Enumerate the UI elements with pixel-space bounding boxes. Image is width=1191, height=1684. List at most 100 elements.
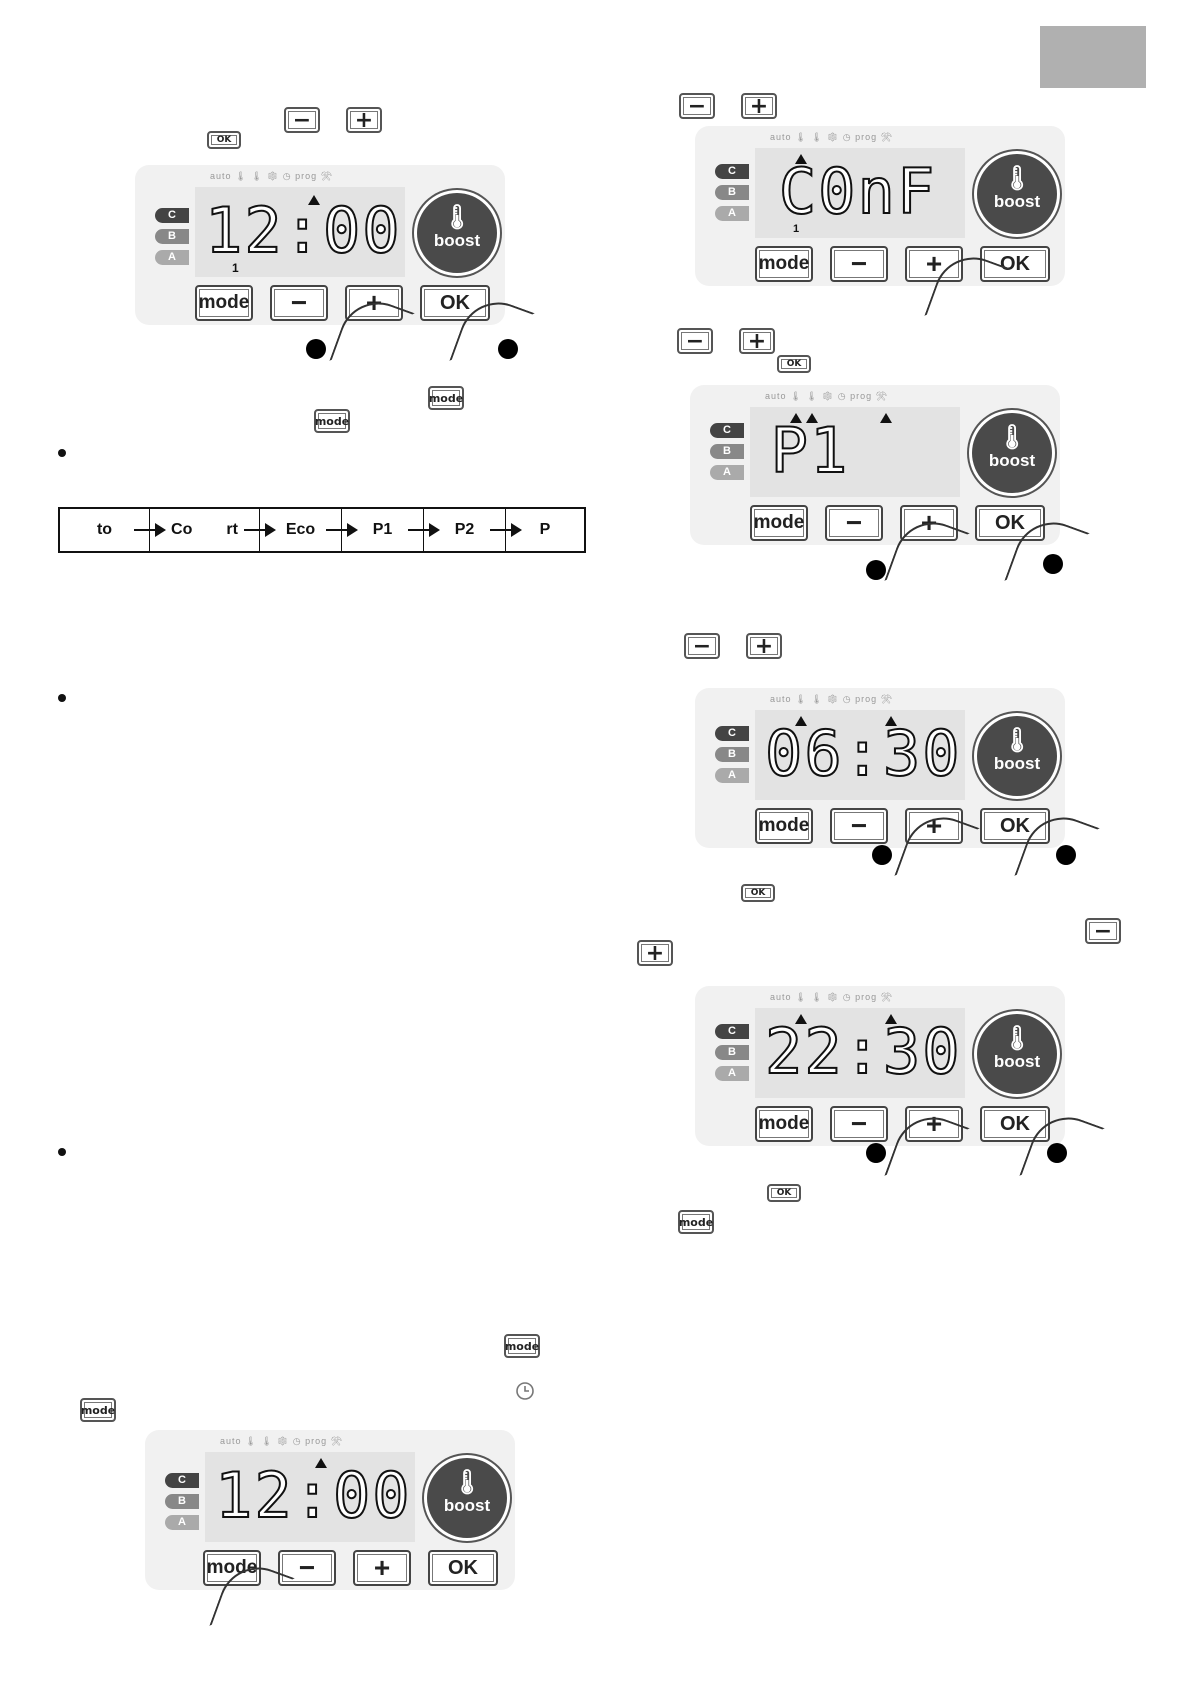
lcd-display: 22:30: [764, 1014, 962, 1089]
mode-button[interactable]: mode: [203, 1550, 261, 1586]
lcd-display: P1: [770, 413, 850, 488]
mode-button[interactable]: mode: [195, 285, 253, 321]
thermostat-panel-config: auto 🌡 🌡 ❄ ◷ prog ⚒ C0nF 1 C B A 🌡boost …: [695, 126, 1065, 286]
thermometer-up-icon: 🌡: [1001, 165, 1033, 192]
ok-button[interactable]: OK: [980, 1106, 1050, 1142]
plus-button[interactable]: +: [353, 1550, 411, 1586]
lcd-screen: [750, 407, 960, 497]
minus-button[interactable]: −: [830, 1106, 888, 1142]
boost-button[interactable]: 🌡boost: [972, 413, 1052, 493]
level-a: A: [165, 1515, 199, 1530]
minus-button[interactable]: −: [830, 808, 888, 844]
thermostat-panel-clock-final: auto 🌡 🌡 ❄ ◷ prog ⚒ 12:00 C B A 🌡boost m…: [145, 1430, 515, 1590]
indicator-triangle: [795, 716, 807, 726]
arrow-icon: [134, 523, 166, 537]
mode-button[interactable]: mode: [755, 1106, 813, 1142]
ok-button[interactable]: OK: [975, 505, 1045, 541]
level-c: C: [715, 164, 749, 179]
indicator-triangle: [795, 154, 807, 164]
status-icons: auto 🌡 🌡 ❄ ◷ prog ⚒: [210, 171, 334, 181]
minus-key-icon: −: [1085, 918, 1121, 944]
plus-button[interactable]: +: [900, 505, 958, 541]
step-dot: [498, 339, 518, 359]
plus-key-icon: +: [637, 940, 673, 966]
thermometer-up-icon: 🌡: [441, 204, 473, 231]
minus-button[interactable]: −: [270, 285, 328, 321]
indicator-triangle: [806, 413, 818, 423]
mode-button[interactable]: mode: [755, 246, 813, 282]
boost-button[interactable]: 🌡boost: [417, 193, 497, 273]
level-a: A: [710, 465, 744, 480]
thermostat-panel-clock: auto 🌡 🌡 ❄ ◷ prog ⚒ 12:00 1 C B A 🌡boost…: [135, 165, 505, 325]
level-c: C: [710, 423, 744, 438]
boost-button[interactable]: 🌡boost: [977, 1014, 1057, 1094]
mode-cell: P: [490, 509, 584, 551]
plus-button[interactable]: +: [345, 285, 403, 321]
level-b: B: [155, 229, 189, 244]
status-icons: auto 🌡 🌡 ❄ ◷ prog ⚒: [770, 694, 894, 704]
ok-button[interactable]: OK: [980, 808, 1050, 844]
step-dot: [872, 845, 892, 865]
minus-key-icon: −: [677, 328, 713, 354]
arrow-icon: [408, 523, 440, 537]
lcd-display: 06:30: [764, 716, 962, 791]
ok-key-icon: OK: [767, 1184, 801, 1202]
lcd-display: 12:00: [214, 1458, 412, 1533]
minus-button[interactable]: −: [825, 505, 883, 541]
plus-button[interactable]: +: [905, 246, 963, 282]
thermometer-up-icon: 🌡: [451, 1469, 483, 1496]
mode-key-icon: mode: [428, 386, 464, 410]
status-icons: auto 🌡 🌡 ❄ ◷ prog ⚒: [765, 391, 889, 401]
indicator-triangle: [315, 1458, 327, 1468]
plus-button[interactable]: +: [905, 808, 963, 844]
thermostat-panel-start-time: auto 🌡 🌡 ❄ ◷ prog ⚒ 06:30 C B A 🌡boost m…: [695, 688, 1065, 848]
level-b: B: [715, 1045, 749, 1060]
indicator-triangle: [880, 413, 892, 423]
minus-key-icon: −: [684, 633, 720, 659]
lcd-screen: [205, 1452, 415, 1542]
status-icons: auto 🌡 🌡 ❄ ◷ prog ⚒: [770, 992, 894, 1002]
ok-button[interactable]: OK: [420, 285, 490, 321]
boost-button[interactable]: 🌡boost: [977, 716, 1057, 796]
mode-key-icon: mode: [504, 1334, 540, 1358]
level-a: A: [715, 768, 749, 783]
ok-button[interactable]: OK: [428, 1550, 498, 1586]
indicator-triangle: [790, 413, 802, 423]
indicator-triangle: [308, 195, 320, 205]
bullet: [58, 1148, 66, 1156]
indicator-triangle: [795, 1014, 807, 1024]
level-c: C: [715, 1024, 749, 1039]
plus-button[interactable]: +: [905, 1106, 963, 1142]
mode-key-icon: mode: [314, 409, 350, 433]
mode-sequence-table: to Co rt Eco P1 P2 P: [58, 507, 586, 553]
thermostat-panel-program: auto 🌡 🌡 ❄ ◷ prog ⚒ P1 C B A 🌡boost mode…: [690, 385, 1060, 545]
lcd-display: 12:00: [204, 193, 402, 268]
mode-key-icon: mode: [678, 1210, 714, 1234]
clock-icon: [516, 1382, 534, 1400]
indicator-triangle: [885, 716, 897, 726]
minus-button[interactable]: −: [830, 246, 888, 282]
lcd-screen: [755, 148, 965, 238]
arrow-icon: [490, 523, 522, 537]
level-c: C: [155, 208, 189, 223]
boost-button[interactable]: 🌡boost: [977, 154, 1057, 234]
thermostat-panel-end-time: auto 🌡 🌡 ❄ ◷ prog ⚒ 22:30 C B A 🌡boost m…: [695, 986, 1065, 1146]
level-c: C: [715, 726, 749, 741]
plus-key-icon: +: [739, 328, 775, 354]
boost-button[interactable]: 🌡boost: [427, 1458, 507, 1538]
ok-button[interactable]: OK: [980, 246, 1050, 282]
program-badge: 1: [232, 261, 239, 275]
mode-button[interactable]: mode: [755, 808, 813, 844]
level-a: A: [715, 1066, 749, 1081]
minus-button[interactable]: −: [278, 1550, 336, 1586]
mode-button[interactable]: mode: [750, 505, 808, 541]
level-b: B: [710, 444, 744, 459]
level-b: B: [165, 1494, 199, 1509]
ok-key-icon: OK: [777, 355, 811, 373]
level-a: A: [715, 206, 749, 221]
level-c: C: [165, 1473, 199, 1488]
arrow-icon: [244, 523, 276, 537]
step-dot: [1043, 554, 1063, 574]
ok-key-icon: OK: [741, 884, 775, 902]
lcd-display: C0nF: [778, 154, 937, 229]
